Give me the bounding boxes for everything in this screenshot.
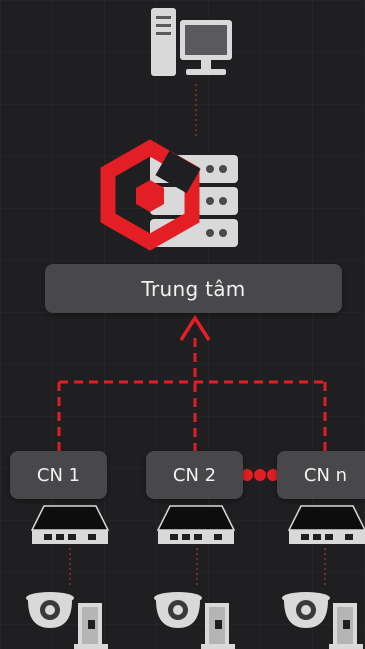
network-switch-icon — [30, 505, 110, 544]
door-access-icon — [74, 603, 108, 649]
branch-label-1: CN 1 — [36, 464, 81, 486]
network-switch-icon — [156, 505, 236, 544]
dome-camera-icon — [26, 592, 74, 628]
more-branches-dots — [241, 469, 279, 481]
arrow-up-icon — [179, 314, 211, 341]
network-switch-icon — [287, 505, 365, 544]
dome-camera-icon — [282, 592, 330, 628]
door-access-icon — [201, 603, 235, 649]
branch-label-n: CN n — [303, 464, 348, 486]
door-access-icon — [329, 603, 363, 649]
branch-node-n: CN n — [277, 451, 365, 499]
branch-label-2: CN 2 — [172, 464, 217, 486]
branch-node-2: CN 2 — [146, 451, 243, 499]
center-node-label: Trung tâm — [141, 276, 246, 301]
center-node: Trung tâm — [45, 264, 342, 313]
branch-node-1: CN 1 — [10, 451, 107, 499]
dome-camera-icon — [154, 592, 202, 628]
branch-network-link — [57, 338, 327, 452]
switch-camera-links — [69, 548, 326, 588]
